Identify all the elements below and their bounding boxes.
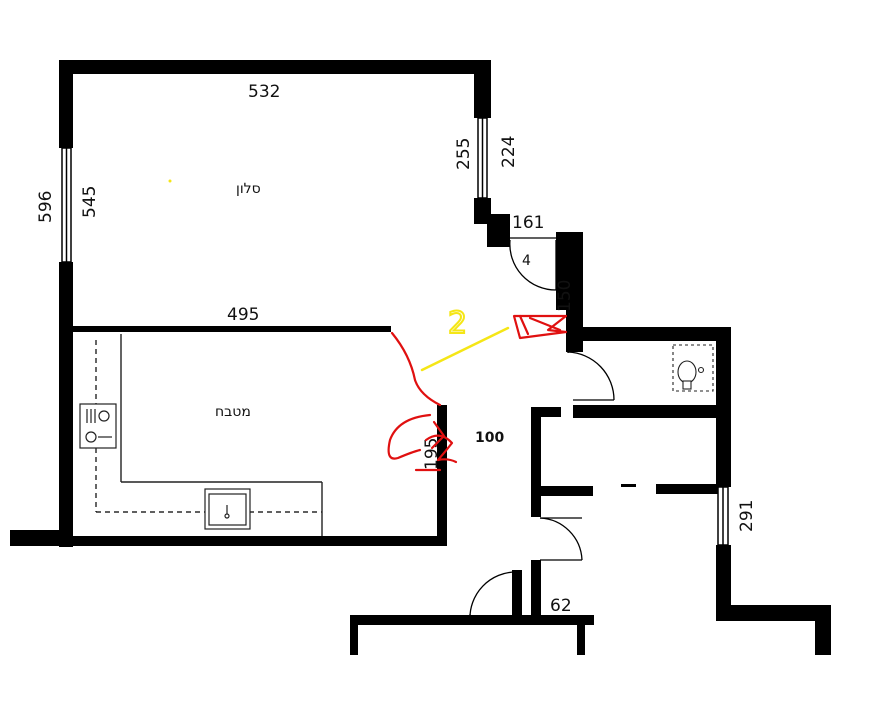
dim-entry-top: 161 <box>512 213 544 233</box>
wall-bottom-long <box>350 615 594 625</box>
kitchen-counter <box>120 334 323 536</box>
dim-wall-150: 150 <box>555 280 575 312</box>
wall-step-down <box>487 214 510 247</box>
room-label-kitchen: מטבח <box>215 404 251 420</box>
dim-kitchen-opening: 195 <box>422 438 442 470</box>
room-label-salon: סלון <box>236 181 261 197</box>
wall-middle-vertical <box>531 407 541 517</box>
wall-bottom-right <box>716 605 831 621</box>
wall-middle-horizontal <box>531 486 593 496</box>
wall-left-upper <box>59 60 73 148</box>
red-markup <box>387 314 568 472</box>
wall-bottom-right-vertical <box>815 605 831 655</box>
wall-right-horizontal <box>656 484 726 494</box>
wall-bottom-mid-vertical <box>577 615 585 655</box>
door-swing-icon <box>469 237 615 621</box>
yellow-speck <box>168 179 172 183</box>
wall-bottom-left-vertical <box>350 615 358 655</box>
wall-right-lower <box>716 545 731 620</box>
dim-right-window-outer: 255 <box>454 138 474 170</box>
walls <box>10 60 831 655</box>
dim-right-window-inner: 224 <box>499 136 519 168</box>
wall-left-lower <box>59 262 73 547</box>
wall-small-dash <box>621 484 636 487</box>
stove-icon <box>79 403 117 449</box>
wall-bath-bottom <box>573 405 731 418</box>
dim-left-outer: 596 <box>36 191 56 223</box>
toilet-icon <box>672 344 714 392</box>
dim-door-small: 4 <box>522 253 531 269</box>
wall-kitchen-bottom <box>59 536 447 546</box>
wall-middle-top-stub <box>531 407 561 417</box>
dim-left-window: 545 <box>80 186 100 218</box>
dim-kitchen-wall: 495 <box>227 305 259 325</box>
wall-top-salon <box>59 60 491 74</box>
wall-entry-right <box>556 232 583 310</box>
wall-salon-right-upper <box>474 60 491 118</box>
wall-bottom-left-stub <box>10 530 73 546</box>
yellow-annotation-number: 2 <box>448 306 467 341</box>
dim-hall: 100 <box>475 430 504 446</box>
dim-top-width: 532 <box>248 82 280 102</box>
yellow-markup <box>420 326 510 372</box>
wall-lower-left-vertical <box>512 570 522 622</box>
dashed-partitions <box>95 340 540 513</box>
dim-bottom-small: 62 <box>550 596 572 616</box>
wall-kitchen-right <box>437 405 447 546</box>
window-icon <box>61 117 729 546</box>
sink-icon <box>204 488 251 530</box>
wall-kitchen-top <box>73 326 391 332</box>
dim-right-wall: 291 <box>737 500 757 532</box>
wall-lower-vertical <box>531 560 541 622</box>
wall-bath-top <box>566 327 731 341</box>
